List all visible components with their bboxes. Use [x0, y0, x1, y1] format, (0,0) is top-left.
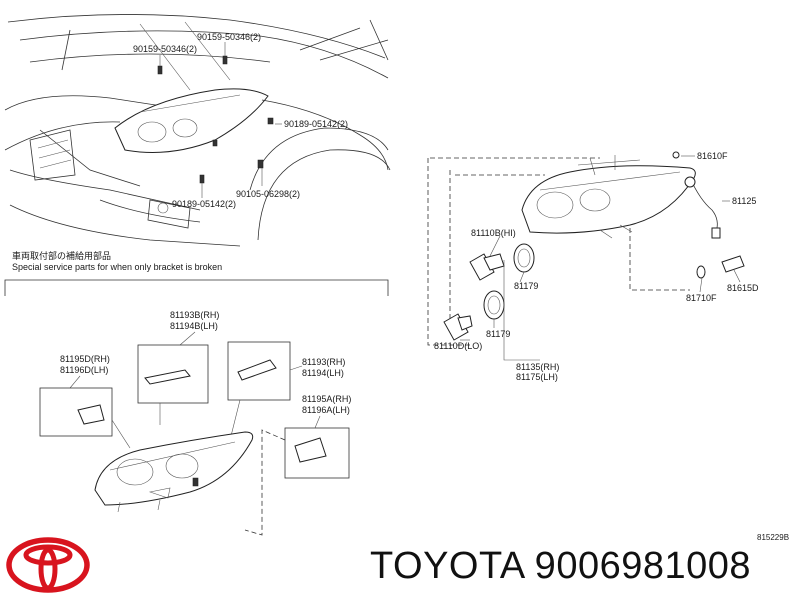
callout-leaders-right: [460, 155, 741, 361]
dust-cap-81179-a: [513, 243, 535, 273]
label-81179-a: 81179: [514, 281, 538, 291]
special-note-en: Special service parts for when only brac…: [12, 262, 222, 272]
bracket-box-81195D: [39, 387, 113, 437]
clip-81610F: [672, 151, 680, 159]
callout-leaders-top: [159, 42, 282, 198]
label-81196D: 81196D(LH): [60, 365, 108, 375]
bulb-81710F: [696, 265, 706, 279]
callout-90159-a: 90159-50346(2): [133, 44, 197, 54]
bulb-81615D: [721, 255, 745, 273]
label-81615D: 81615D: [727, 283, 759, 293]
car-front-drawing: [4, 14, 391, 247]
label-81193B: 81193B(RH): [170, 310, 219, 320]
label-81195D: 81195D(RH): [60, 354, 110, 364]
label-81110D: 81110D(LO): [434, 341, 482, 351]
special-note-jp: 車両取付部の補給用部品: [12, 250, 111, 261]
diagram-code: 815229B: [757, 533, 789, 542]
label-81110B: 81110B(HI): [471, 228, 516, 238]
label-81610F: 81610F: [697, 151, 728, 161]
bracket-box-81193: [227, 341, 291, 401]
special-section-bracket: [4, 279, 389, 296]
toyota-logo-icon: [6, 537, 90, 593]
bulb-81110D: [443, 313, 473, 341]
callout-90189-b: 90189-05142(2): [172, 199, 236, 209]
brand-part-number: TOYOTA 9006981008: [370, 545, 752, 587]
callout-90105: 90105-06298(2): [236, 189, 300, 199]
callout-90159-b: 90159-50346(2): [197, 32, 261, 42]
label-81179-b: 81179: [486, 329, 510, 339]
bulb-81110B: [469, 253, 505, 281]
label-81194B: 81194B(LH): [170, 321, 218, 331]
dust-cap-81179-b: [483, 290, 505, 320]
bracket-box-81193B: [137, 344, 209, 404]
label-81193: 81193(RH): [302, 357, 345, 367]
label-81125: 81125: [732, 196, 756, 206]
fastener-markers: [157, 55, 274, 184]
socket-81125: [684, 176, 721, 239]
label-81194: 81194(LH): [302, 368, 344, 378]
assembly-boundary: [427, 158, 470, 346]
callout-90189-a: 90189-05142(2): [284, 119, 348, 129]
label-81710F: 81710F: [686, 293, 717, 303]
headlamp-lower: [94, 431, 254, 513]
headlamp-upper: [521, 155, 696, 239]
label-81195A: 81195A(RH): [302, 394, 351, 404]
label-81135: 81135(RH): [516, 362, 559, 372]
bracket-box-81195A: [284, 427, 350, 479]
label-81175: 81175(LH): [516, 372, 558, 382]
label-81196A: 81196A(LH): [302, 405, 350, 415]
